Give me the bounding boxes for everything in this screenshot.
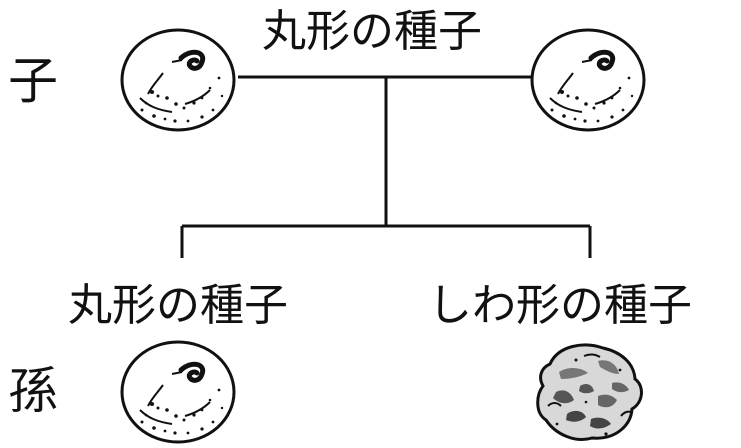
parent-pair-label: 丸形の種子 [262, 6, 482, 57]
generation-label-grandchild: 孫 [8, 362, 58, 420]
grandchild-right-label: しわ形の種子 [428, 280, 692, 331]
round-seed-icon [530, 28, 646, 132]
round-seed-icon [120, 340, 236, 444]
wrinkled-seed-icon [536, 343, 643, 441]
round-seed-icon [120, 28, 236, 132]
grandchild-left-label: 丸形の種子 [68, 280, 288, 331]
generation-label-child: 子 [8, 52, 58, 110]
